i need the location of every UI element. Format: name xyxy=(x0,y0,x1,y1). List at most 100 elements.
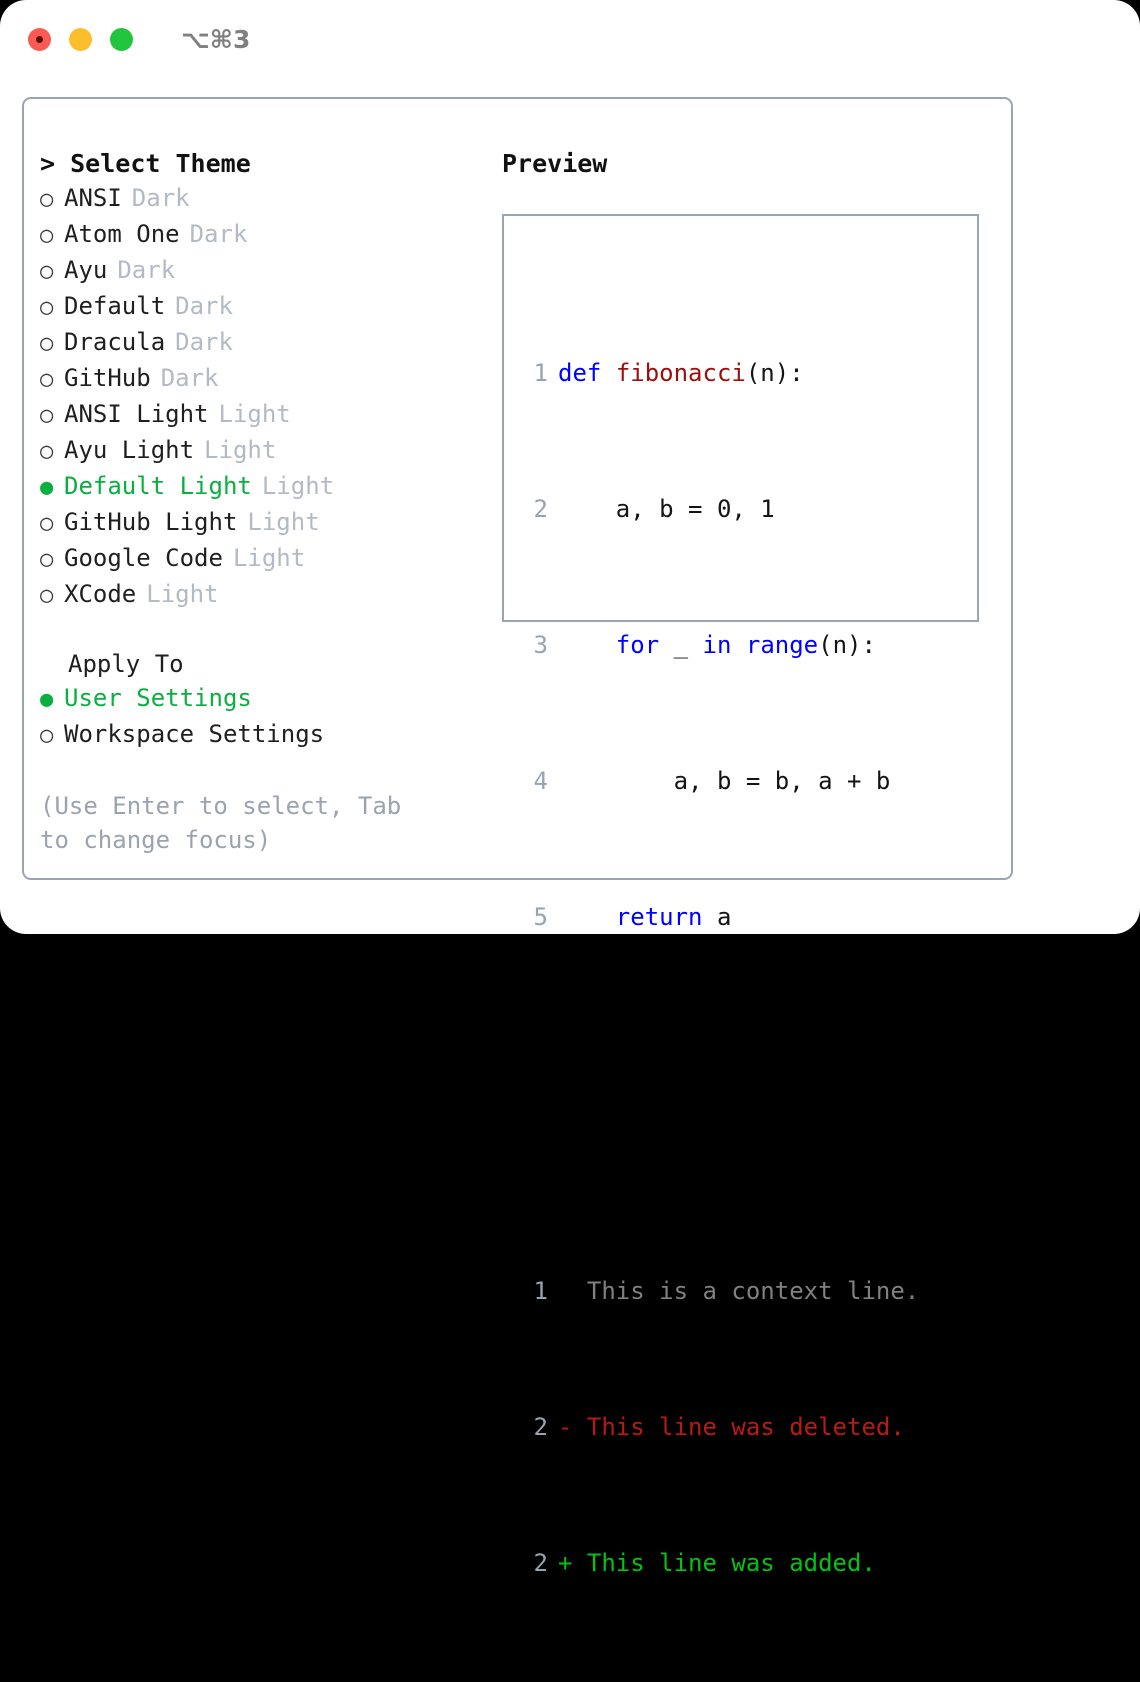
radio-icon: ○ xyxy=(40,367,54,392)
theme-item-xcode[interactable]: ○ XCode Light xyxy=(40,577,470,613)
theme-item-label: ANSI Light xyxy=(64,400,209,428)
theme-item-tag: Light xyxy=(204,436,277,464)
theme-item-label: Dracula xyxy=(64,328,166,356)
apply-to-section: Apply To ● User Settings ○ Workspace Set… xyxy=(40,647,470,753)
theme-item-label: Default Light xyxy=(64,472,252,500)
code-token: fibonacci xyxy=(615,359,746,387)
theme-item-github[interactable]: ○ GitHub Dark xyxy=(40,361,470,397)
code-token: (n): xyxy=(745,359,804,387)
theme-item-ansi[interactable]: ○ ANSI Dark xyxy=(40,181,470,217)
code-token: a, b = 0, 1 xyxy=(558,495,775,523)
radio-icon: ○ xyxy=(40,723,54,748)
radio-icon: ○ xyxy=(40,331,54,356)
theme-item-label: GitHub xyxy=(64,364,151,392)
theme-item-label: Atom One xyxy=(64,220,180,248)
theme-item-ayu[interactable]: ○ Ayu Dark xyxy=(40,253,470,289)
theme-item-tag: Dark xyxy=(175,328,233,356)
theme-item-ansi-light[interactable]: ○ ANSI Light Light xyxy=(40,397,470,433)
title-bar: ⌥⌘3 xyxy=(0,0,1140,78)
preview-heading: Preview xyxy=(502,149,608,178)
theme-item-tag: Light xyxy=(146,580,219,608)
code-token xyxy=(558,628,616,662)
preview-code: 1 def fibonacci(n): 2 a, b = 0, 1 3 for _… xyxy=(522,254,920,1682)
line-number: 2 xyxy=(533,495,548,523)
theme-item-github-light[interactable]: ○ GitHub Light Light xyxy=(40,505,470,541)
theme-item-tag: Dark xyxy=(189,220,248,248)
theme-item-tag: Dark xyxy=(131,184,190,212)
radio-icon: ○ xyxy=(40,187,54,212)
diff-marker xyxy=(558,1274,572,1308)
apply-to-item-label: Workspace Settings xyxy=(64,720,325,748)
diff-text: This line was added. xyxy=(572,1549,876,1577)
main-panel: > Select Theme ○ ANSI Dark ○ Atom One Da… xyxy=(22,97,1013,1577)
theme-item-default[interactable]: ○ Default Dark xyxy=(40,289,470,325)
close-button[interactable] xyxy=(28,27,51,51)
diff-line-context: 1 This is a context line. xyxy=(522,1274,920,1308)
radio-icon-selected: ● xyxy=(40,475,54,500)
theme-item-label: Ayu Light xyxy=(64,436,195,464)
code-token: def xyxy=(558,359,602,387)
theme-item-ayu-light[interactable]: ○ Ayu Light Light xyxy=(40,433,470,469)
code-line: 3 for _ in range(n): xyxy=(522,628,919,662)
minimize-button[interactable] xyxy=(69,27,92,51)
preview-column: Preview 1 def fibonacci(n): 2 a, b = 0, 1… xyxy=(502,147,1002,1577)
theme-item-tag: Dark xyxy=(175,292,233,320)
code-token: a xyxy=(702,903,732,931)
preview-box: 1 def fibonacci(n): 2 a, b = 0, 1 3 for _… xyxy=(502,214,979,1577)
theme-item-label: Ayu xyxy=(64,256,108,284)
theme-item-tag: Dark xyxy=(160,364,219,392)
theme-item-label: Google Code xyxy=(64,544,223,572)
diff-line-added: 2 + This line was added. xyxy=(522,1546,919,1580)
caret-icon: > xyxy=(40,149,56,178)
code-token xyxy=(558,900,616,934)
code-line: 2 a, b = 0, 1 xyxy=(522,492,919,526)
radio-icon: ○ xyxy=(40,439,54,464)
code-token: range xyxy=(745,631,819,659)
code-token: in xyxy=(702,631,732,659)
code-token: _ xyxy=(659,631,703,659)
theme-item-tag: Light xyxy=(247,508,320,536)
line-number: 2 xyxy=(533,1549,548,1577)
select-theme-heading: > Select Theme xyxy=(40,147,470,181)
radio-icon: ○ xyxy=(40,223,54,248)
code-token: return xyxy=(615,903,703,931)
code-line: 5 return a xyxy=(522,900,919,934)
radio-icon: ○ xyxy=(40,403,54,428)
radio-icon: ○ xyxy=(40,511,54,536)
line-number: 1 xyxy=(533,359,548,387)
theme-item-tag: Light xyxy=(232,544,306,572)
theme-item-label: ANSI xyxy=(64,184,122,212)
keyboard-hint-text: (Use Enter to select, Tab to change focu… xyxy=(40,792,402,854)
radio-icon: ○ xyxy=(40,259,54,284)
radio-icon: ○ xyxy=(40,547,54,572)
theme-item-google-code[interactable]: ○ Google Code Light xyxy=(40,541,470,577)
theme-item-tag: Light xyxy=(261,472,335,500)
line-number: 1 xyxy=(533,1277,548,1305)
theme-item-label: XCode xyxy=(64,580,137,608)
apply-to-item-user-settings[interactable]: ● User Settings xyxy=(40,681,470,717)
theme-item-dracula[interactable]: ○ Dracula Dark xyxy=(40,325,470,361)
code-token: a, b = b, a + b xyxy=(558,767,891,795)
code-spacer xyxy=(522,1138,919,1172)
apply-to-item-workspace-settings[interactable]: ○ Workspace Settings xyxy=(40,717,470,753)
theme-item-default-light[interactable]: ● Default Light Light xyxy=(40,469,470,505)
select-theme-heading-label: Select Theme xyxy=(70,149,251,178)
keyboard-shortcut-label: ⌥⌘3 xyxy=(181,24,251,54)
radio-icon: ○ xyxy=(40,583,54,608)
line-number: 3 xyxy=(533,631,548,659)
line-number: 2 xyxy=(533,1413,548,1441)
theme-item-atom-one[interactable]: ○ Atom One Dark xyxy=(40,217,470,253)
code-token xyxy=(601,356,615,390)
zoom-button[interactable] xyxy=(110,27,133,51)
diff-marker: - xyxy=(558,1413,573,1441)
app-window: ⌥⌘3 > Select Theme ○ ANSI Dark ○ Atom On… xyxy=(0,0,1140,1577)
code-token: for xyxy=(615,631,660,659)
apply-to-item-label: User Settings xyxy=(64,684,252,712)
traffic-lights xyxy=(28,27,133,51)
diff-text: This line was deleted. xyxy=(572,1413,905,1441)
theme-item-tag: Dark xyxy=(117,256,176,284)
diff-marker: + xyxy=(558,1549,573,1577)
diff-text: This is a context line. xyxy=(572,1277,920,1305)
radio-icon-selected: ● xyxy=(40,687,54,712)
line-number: 5 xyxy=(533,903,548,931)
